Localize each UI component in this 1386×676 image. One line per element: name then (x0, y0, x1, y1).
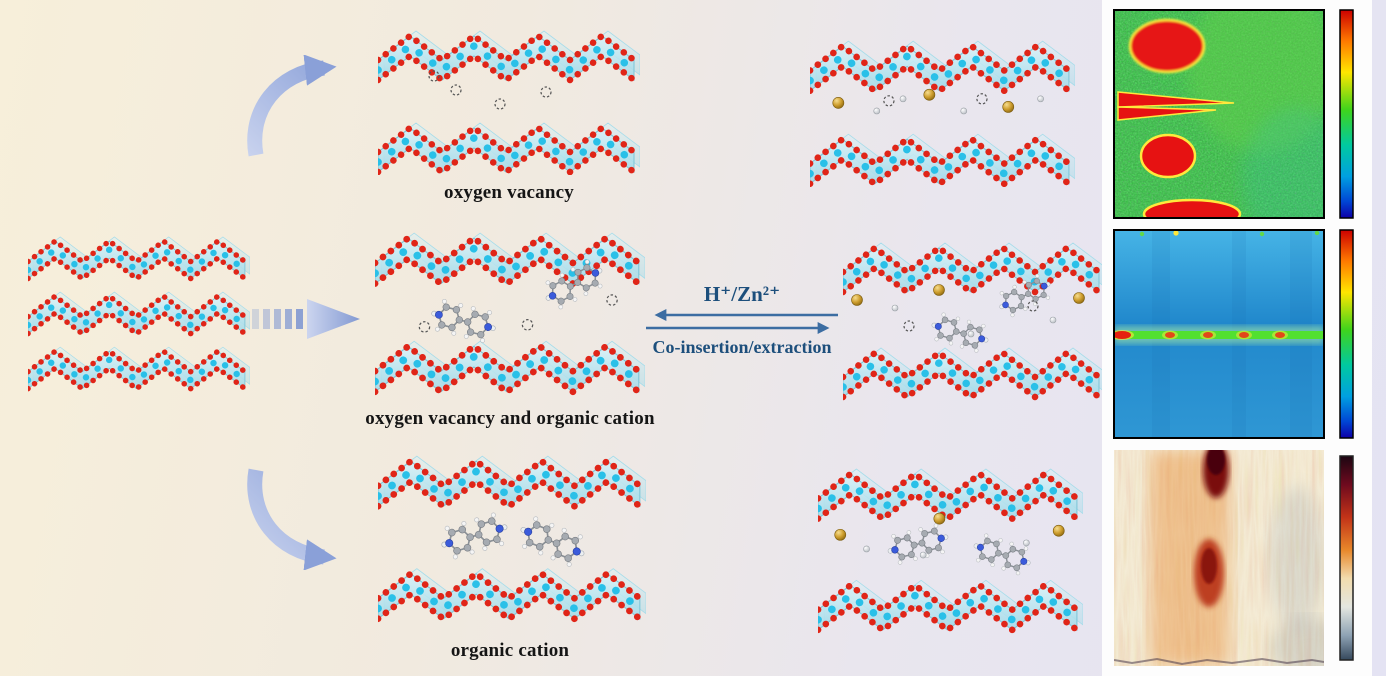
forward-reaction-label: H⁺/Zn²⁺ (703, 282, 781, 306)
branch-arrow-up-icon (247, 55, 337, 157)
organic-cation-structure (378, 455, 646, 624)
oxygen-vacancy-label: oxygen vacancy (444, 182, 574, 203)
organic-cation-label: organic cation (450, 640, 570, 661)
colorbar-1 (1339, 9, 1354, 219)
oxygen-vacancy-structure (378, 30, 640, 175)
plot-border (1113, 9, 1325, 219)
equilibrium-arrows-icon (646, 309, 838, 334)
branch-arrow-down-icon (247, 468, 337, 570)
colorbar-2 (1339, 229, 1354, 439)
transform-arrow-icon (252, 299, 360, 339)
inserted-organic-cation-structure (818, 468, 1083, 635)
inserted-oxygen-vacancy-structure (810, 40, 1075, 187)
oxygen-vacancy-organic-cation-structure (375, 232, 645, 397)
oxygen-vacancy-organic-cation-label: oxygen vacancy and organic cation (365, 408, 655, 429)
inserted-vacancy-organic-cation-structure (843, 242, 1105, 402)
reaction-block: H⁺/Zn²⁺ Co-insertion/extraction (642, 281, 842, 358)
intensity-map-cream-panel (1114, 450, 1354, 666)
plot-border (1113, 229, 1325, 439)
intensity-map-green-panel (1113, 9, 1354, 219)
colorbar-3 (1339, 455, 1354, 661)
intensity-map-blue-panel (1113, 229, 1354, 439)
pristine-layered-structure (28, 236, 250, 393)
reverse-reaction-label: Co-insertion/extraction (652, 337, 832, 357)
